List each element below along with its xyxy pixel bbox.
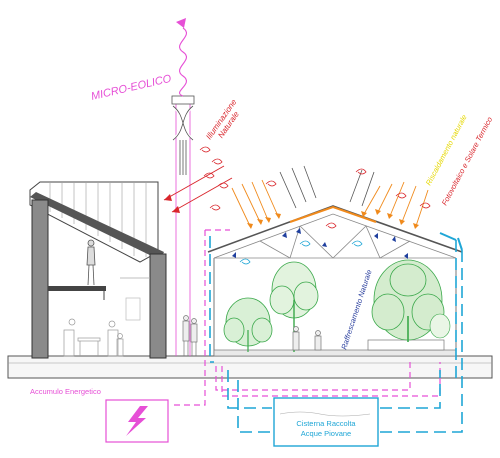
ventilation-swirls xyxy=(240,241,362,264)
raffrescamento-label: Raffrescamento Naturale xyxy=(339,269,373,351)
cisterna-line-1: Cisterna Raccolta xyxy=(296,419,356,428)
cisterna-line-2: Acque Piovane xyxy=(301,429,351,438)
trees xyxy=(224,260,450,352)
ground xyxy=(8,356,492,378)
accumulo-label: Accumulo Energetico xyxy=(30,387,101,396)
illuminazione-label: Illuminazione Naturale xyxy=(204,96,247,146)
wind-swirl-icon xyxy=(200,147,430,228)
micro-eolico-label: MICRO-EOLICO xyxy=(90,73,173,103)
wind-turbine-icon xyxy=(172,18,194,356)
fotovoltaico-label: Fotovoltaico e Solare Termico xyxy=(440,115,494,207)
left-building xyxy=(30,182,166,358)
